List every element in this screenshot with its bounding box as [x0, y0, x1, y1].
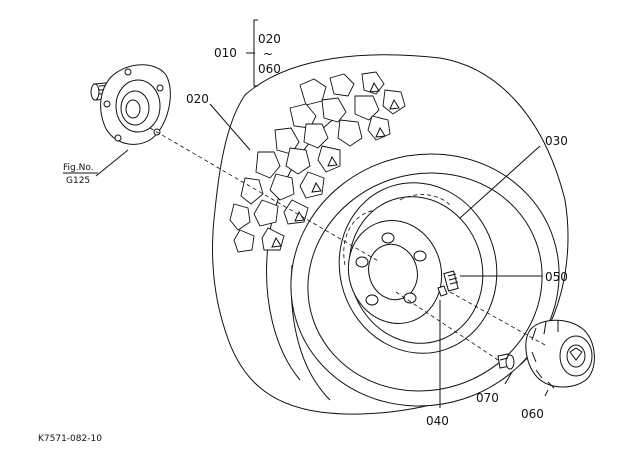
label-050: 050 — [545, 270, 568, 284]
hub-cap — [525, 319, 595, 389]
label-030: 030 — [545, 134, 568, 148]
assembly-lines — [149, 127, 546, 361]
label-060: 060 — [521, 407, 544, 421]
leader-lines — [95, 19, 549, 408]
fig-ref-label: G125 — [66, 176, 90, 186]
wheel-rim — [338, 182, 498, 354]
label-range-tilde: ~ — [263, 47, 273, 61]
bolt — [497, 353, 515, 370]
tire-tread — [229, 71, 406, 253]
label-020-range-start: 020 — [258, 32, 281, 46]
wheel-hub — [90, 64, 171, 145]
part-labels: 010 020 ~ 060 020 030 050 040 070 060 Fi… — [38, 32, 568, 444]
label-070: 070 — [476, 391, 499, 405]
valve-stem — [437, 270, 459, 297]
fig-no-label: Fig.No. — [63, 163, 94, 173]
footer-code: K7571-082-10 — [38, 434, 102, 444]
label-040: 040 — [426, 414, 449, 428]
label-060-range-end: 060 — [258, 62, 281, 76]
label-020: 020 — [186, 92, 209, 106]
label-010: 010 — [214, 46, 237, 60]
